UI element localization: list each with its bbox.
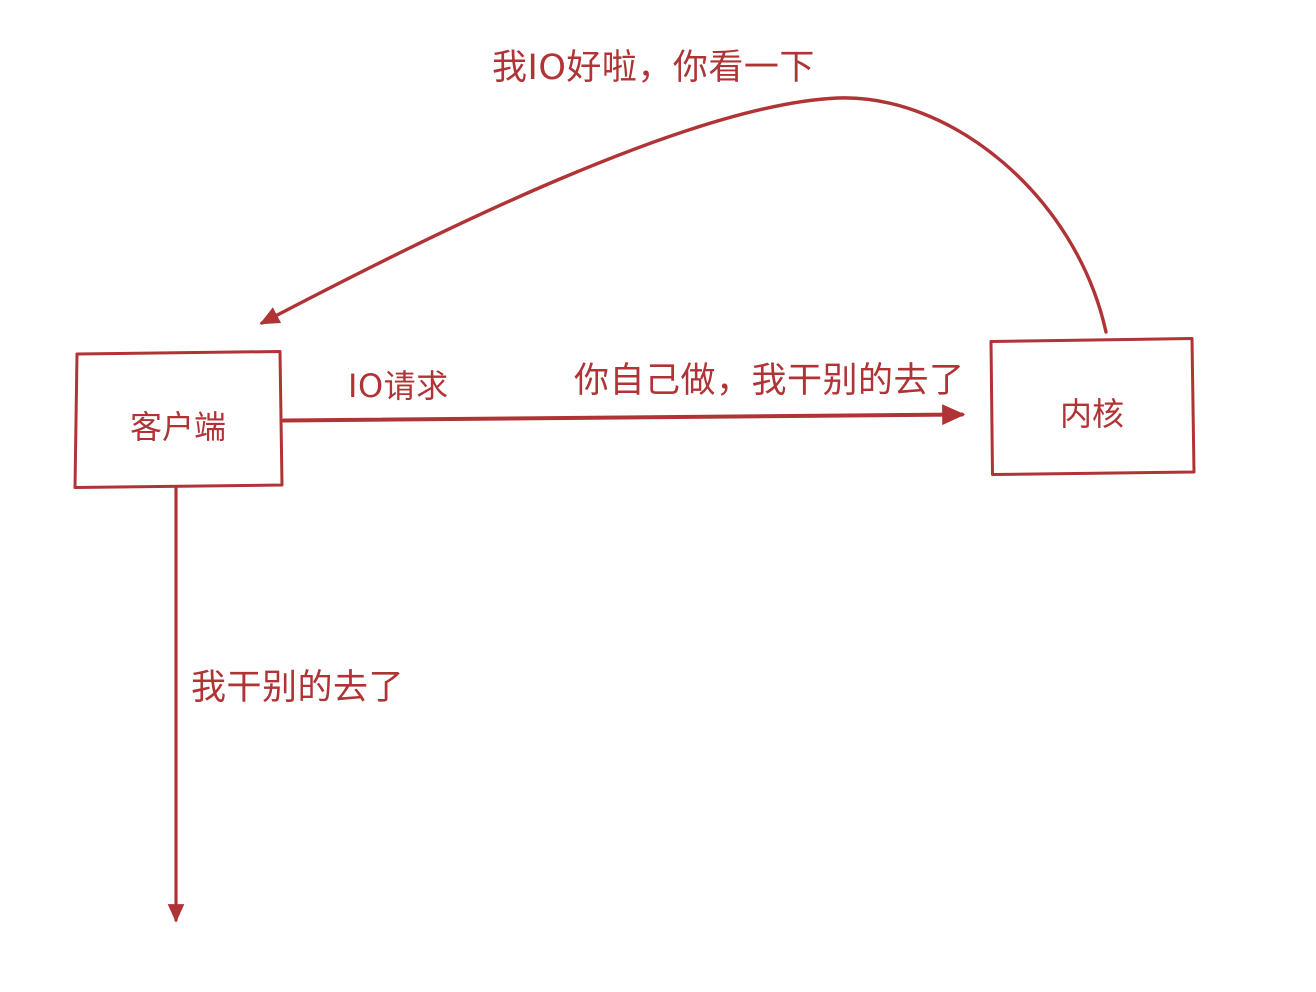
kernel-node-box [989,337,1196,476]
client-node-label: 客户端 [129,408,226,446]
kernel-node-label: 内核 [1059,395,1124,433]
callback-arrow [259,96,1108,334]
callback-label: 我IO好啦，你看一下 [492,48,815,88]
client-continue-label: 我干别的去了 [191,668,405,708]
client-node-box [73,350,284,489]
io-request-label: IO请求 [348,367,449,405]
kernel-reply-label: 你自己做，我干别的去了 [574,361,965,401]
io-request-arrow [282,404,966,426]
